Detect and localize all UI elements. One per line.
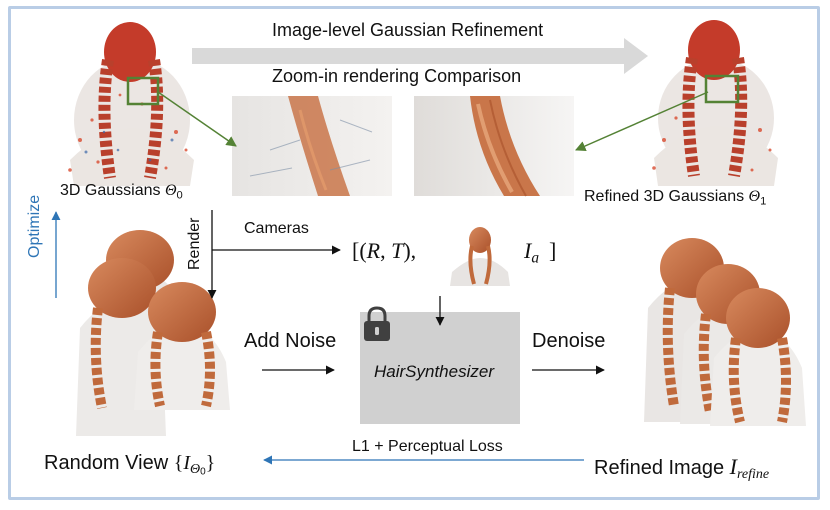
set-close: } [205,452,216,474]
tuple-close: ), [403,238,417,263]
hair-synthesizer-block [360,312,520,424]
refine-subscript: refine [736,467,770,483]
gaussians-right-figure [652,20,778,186]
banner-arrow [192,38,648,74]
theta-sub-index: 0 [200,466,206,478]
zoom-pointer-right [575,91,709,152]
refined-image-text: Refined Image [594,457,730,479]
image-symbol: I [729,454,737,479]
loss-label: L1 + Perceptual Loss [352,438,503,455]
rotation-symbol: R [366,238,381,263]
random-view-stack [76,230,230,436]
denoise-label: Denoise [532,330,606,352]
banner-subtitle: Zoom-in rendering Comparison [272,66,522,86]
cameras-label: Cameras [244,220,309,237]
diagram-frame [8,6,820,500]
condition-image-thumbnail [450,227,510,286]
random-view-text: Random View [44,452,174,474]
banner-title: Image-level Gaussian Refinement [272,20,544,40]
bracket-close: ] [549,238,557,263]
render-label: Render [186,217,203,270]
theta-subscript: 1 [760,195,767,208]
zoom-crop-before [232,96,392,196]
gaussians-right-label: Refined 3D Gaussians Θ1 [584,188,766,207]
theta-subscript: 0 [176,189,183,202]
gaussians-left-text: 3D Gaussians [60,182,165,199]
tuple-open: [( [352,238,367,263]
refined-image-label: Refined Image Irefine [594,454,769,483]
image-symbol: I [183,452,190,474]
optimize-label: Optimize [26,194,43,258]
theta-symbol: Θ [748,188,761,205]
zoom-crop-after [414,96,574,197]
ia-symbol: I [524,238,532,263]
gaussians-left-label: 3D Gaussians Θ0 [60,182,183,201]
translation-symbol: T [391,238,404,263]
gaussians-right-text: Refined 3D Gaussians [584,188,749,205]
gaussians-left-figure [68,22,194,186]
add-noise-label: Add Noise [244,330,337,352]
theta-symbol: Θ [164,182,177,199]
lock-icon [364,306,390,341]
refined-image-stack [644,238,806,426]
ia-subscript: a [531,249,540,267]
tuple-comma: , [380,238,392,263]
zoom-pointer-left [157,91,237,147]
camera-tuple: [(R, T), [352,238,416,264]
condition-image-symbol: Ia] [524,238,556,268]
random-view-label: Random View {IΘ0} [44,452,215,478]
theta-subscript-symbol: Θ [189,462,201,478]
set-open: { [173,452,184,474]
hair-synthesizer-label: HairSynthesizer [374,362,494,381]
